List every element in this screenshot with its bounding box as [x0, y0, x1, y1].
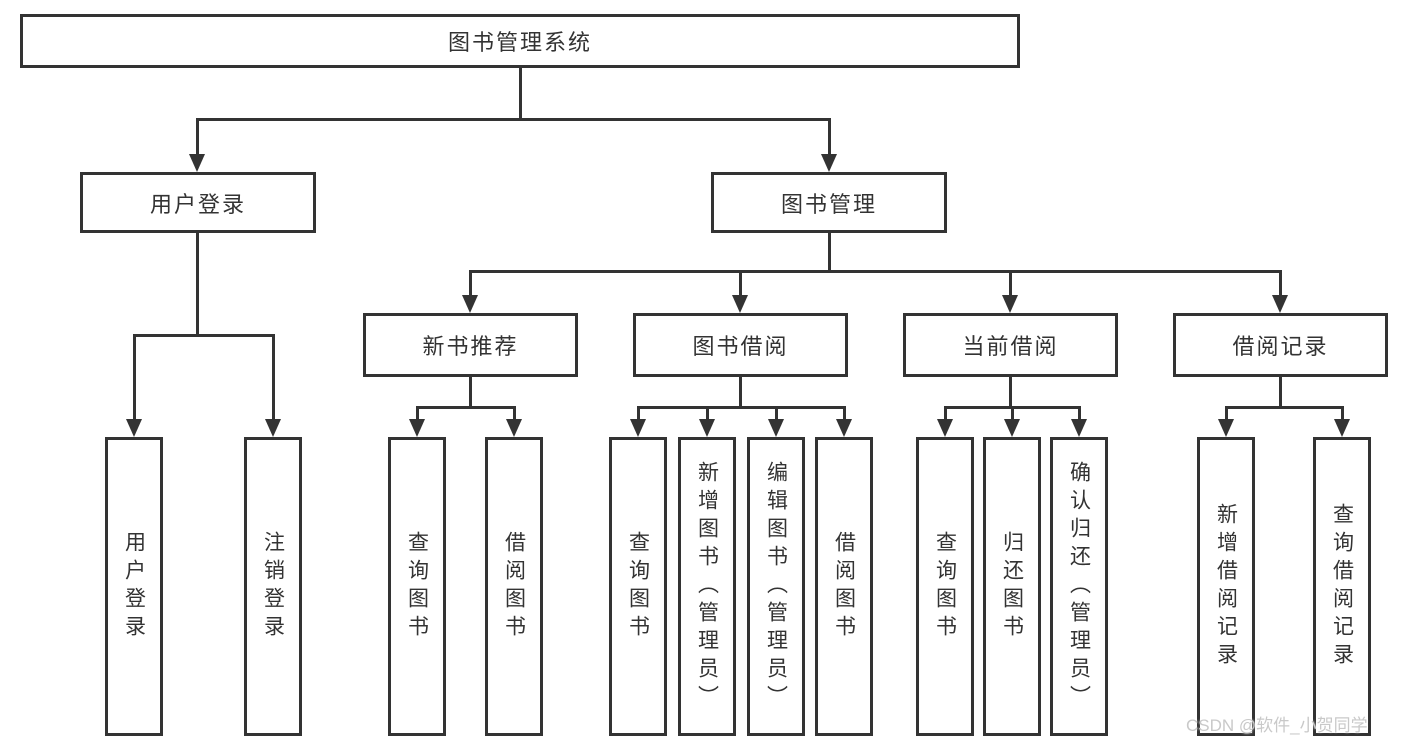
connector-line: [1225, 406, 1228, 423]
node-label: 归还图书: [1000, 530, 1024, 643]
node-label: 用户登录: [122, 530, 146, 643]
node-label: 用户登录: [149, 191, 246, 217]
node-label: 新书推荐: [422, 334, 519, 359]
arrowhead-icon: [1218, 419, 1234, 437]
node-book-borrowing: 图书借阅: [633, 313, 848, 377]
leaf-confirm-return-admin: 确认归还（管理员）: [1050, 437, 1108, 736]
connector-line: [272, 334, 275, 423]
arrowhead-icon: [126, 419, 142, 437]
connector-line: [843, 406, 846, 423]
node-label: 新增借阅记录: [1214, 502, 1238, 671]
arrowhead-icon: [506, 419, 522, 437]
node-label: 查询图书: [933, 530, 957, 643]
node-label: 查询图书: [626, 530, 650, 643]
connector-line: [416, 406, 516, 409]
arrowhead-icon: [821, 154, 837, 172]
leaf-add-book-admin: 新增图书（管理员）: [678, 437, 736, 736]
leaf-add-borrow-record: 新增借阅记录: [1197, 437, 1255, 736]
leaf-borrow-book: 借阅图书: [815, 437, 873, 736]
connector-line: [196, 118, 199, 158]
connector-line: [133, 334, 136, 423]
connector-line: [469, 270, 472, 299]
arrowhead-icon: [462, 295, 478, 313]
connector-line: [1078, 406, 1081, 423]
node-label: 新增图书（管理员）: [695, 460, 719, 713]
connector-line: [1009, 270, 1012, 299]
node-label: 借阅记录: [1232, 334, 1329, 359]
connector-line: [513, 406, 516, 423]
arrowhead-icon: [630, 419, 646, 437]
leaf-edit-book-admin: 编辑图书（管理员）: [747, 437, 805, 736]
connector-line: [133, 334, 275, 337]
node-borrowing-records: 借阅记录: [1173, 313, 1388, 377]
arrowhead-icon: [1004, 419, 1020, 437]
connector-line: [469, 270, 1282, 273]
connector-line: [828, 118, 831, 158]
watermark: CSDN @软件_小贺同学: [1186, 716, 1368, 735]
connector-line: [1225, 406, 1344, 409]
node-label: 注销登录: [261, 530, 285, 643]
arrowhead-icon: [768, 419, 784, 437]
arrowhead-icon: [1272, 295, 1288, 313]
leaf-query-book: 查询图书: [609, 437, 667, 736]
connector-line: [739, 376, 742, 409]
node-label: 图书管理: [780, 191, 877, 217]
node-label: 查询图书: [405, 530, 429, 643]
connector-line: [1011, 406, 1014, 423]
leaf-return-book: 归还图书: [983, 437, 1041, 736]
node-book-management: 图书管理: [711, 172, 947, 233]
arrowhead-icon: [265, 419, 281, 437]
connector-line: [196, 233, 199, 336]
arrowhead-icon: [1334, 419, 1350, 437]
arrowhead-icon: [1071, 419, 1087, 437]
arrowhead-icon: [1002, 295, 1018, 313]
leaf-query-book: 查询图书: [388, 437, 446, 736]
connector-line: [1279, 376, 1282, 409]
connector-line: [706, 406, 709, 423]
node-label: 当前借阅: [962, 334, 1059, 359]
connector-line: [469, 376, 472, 409]
connector-line: [416, 406, 419, 423]
node-label: 编辑图书（管理员）: [764, 460, 788, 713]
connector-line: [1009, 376, 1012, 409]
arrowhead-icon: [937, 419, 953, 437]
leaf-query-book: 查询图书: [916, 437, 974, 736]
connector-line: [1279, 270, 1282, 299]
arrowhead-icon: [699, 419, 715, 437]
connector-line: [739, 270, 742, 299]
arrowhead-icon: [409, 419, 425, 437]
connector-line: [196, 118, 831, 121]
node-label: 确认归还（管理员）: [1067, 460, 1091, 713]
node-current-borrowing: 当前借阅: [903, 313, 1118, 377]
connector-line: [1341, 406, 1344, 423]
connector-line: [775, 406, 778, 423]
arrowhead-icon: [189, 154, 205, 172]
node-label: 借阅图书: [832, 530, 856, 643]
leaf-user-login: 用户登录: [105, 437, 163, 736]
connector-line: [828, 233, 831, 272]
connector-line: [944, 406, 947, 423]
node-label: 图书管理系统: [447, 30, 592, 55]
node-book-management-system: 图书管理系统: [20, 14, 1020, 68]
connector-line: [637, 406, 846, 409]
arrowhead-icon: [732, 295, 748, 313]
leaf-borrow-book: 借阅图书: [485, 437, 543, 736]
arrowhead-icon: [836, 419, 852, 437]
node-label: 借阅图书: [502, 530, 526, 643]
node-user-login: 用户登录: [80, 172, 316, 233]
node-new-book-recommendation: 新书推荐: [363, 313, 578, 377]
leaf-query-borrow-record: 查询借阅记录: [1313, 437, 1371, 736]
connector-line: [519, 68, 522, 121]
node-label: 图书借阅: [692, 334, 789, 359]
connector-line: [637, 406, 640, 423]
node-label: 查询借阅记录: [1330, 502, 1354, 671]
leaf-logout: 注销登录: [244, 437, 302, 736]
